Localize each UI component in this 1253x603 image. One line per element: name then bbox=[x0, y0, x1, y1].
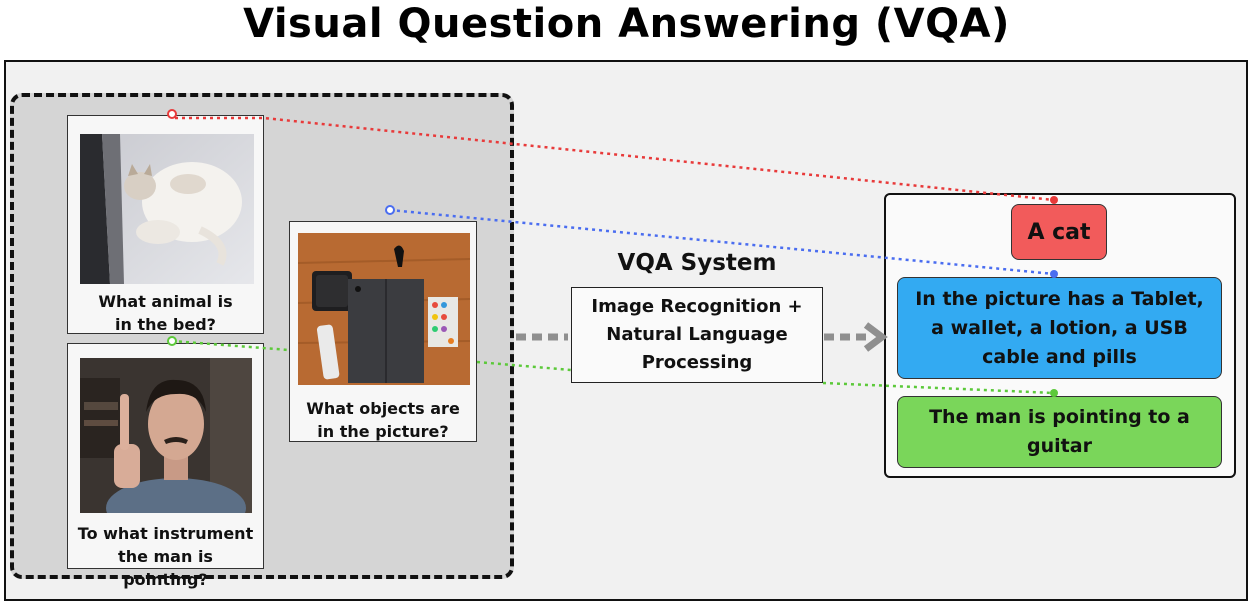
question-card-objects: What objects are in the picture? bbox=[289, 221, 477, 442]
vqa-system-text: Image Recognition + Natural Language Pro… bbox=[591, 296, 803, 373]
answer-man: The man is pointing to a guitar bbox=[897, 396, 1222, 468]
question-text: What animal is in the bed? bbox=[98, 292, 233, 334]
vqa-system-box: Image Recognition + Natural Language Pro… bbox=[571, 287, 823, 383]
answer-objects: In the picture has a Tablet, a wallet, a… bbox=[897, 277, 1222, 379]
arrow-head bbox=[863, 322, 888, 352]
connector-man bbox=[171, 339, 1055, 395]
connector-cat-end bbox=[1050, 196, 1058, 204]
question-card-man: To what instrument the man is pointing? bbox=[67, 343, 264, 589]
vqa-system-label: VQA System bbox=[617, 250, 777, 276]
man-photo bbox=[80, 358, 252, 513]
connector-man-end bbox=[1050, 389, 1058, 397]
diagram-title: Visual Question Answering (VQA) bbox=[243, 1, 1010, 47]
cat-photo bbox=[80, 134, 254, 284]
answer-text: The man is pointing to a guitar bbox=[929, 406, 1190, 457]
question-text: What objects are in the picture? bbox=[306, 399, 460, 441]
answer-text: A cat bbox=[1027, 219, 1091, 245]
connector-cat bbox=[170, 114, 1055, 202]
question-card-cat: What animal is in the bed? bbox=[67, 115, 264, 334]
connector-cat-start bbox=[167, 109, 177, 119]
connector-man-start bbox=[167, 336, 177, 346]
answer-cat: A cat bbox=[1011, 204, 1107, 260]
answer-text: In the picture has a Tablet, a wallet, a… bbox=[915, 287, 1204, 368]
question-text: To what instrument the man is pointing? bbox=[77, 524, 254, 589]
objects-photo bbox=[298, 233, 470, 385]
connector-objects bbox=[389, 208, 1055, 276]
connector-objects-end bbox=[1050, 270, 1058, 278]
connector-objects-start bbox=[385, 205, 395, 215]
